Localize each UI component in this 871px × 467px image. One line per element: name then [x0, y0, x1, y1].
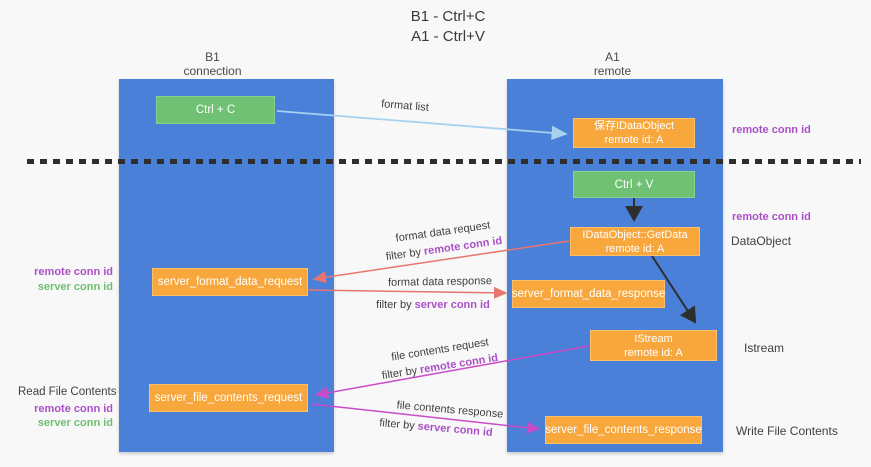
server-conn-id-label-bottom-left: server conn id [37, 417, 113, 429]
filter-key-text: server conn id [414, 299, 490, 311]
filter-by-text: filter by [376, 299, 412, 311]
server-file-contents-request-box: server_file_contents_request [149, 384, 308, 412]
istream-side-label: Istream [744, 341, 785, 355]
title-line-2: A1 - Ctrl+V [411, 28, 485, 45]
save-dataobject-line2: remote id: A [604, 134, 664, 146]
write-file-contents-label: Write File Contents [736, 424, 838, 438]
read-file-contents-label: Read File Contents [18, 386, 117, 398]
server-format-data-response-box: server_format_data_response [512, 280, 665, 308]
left-column-header: B1 connection [105, 50, 320, 78]
ctrl-v-box: Ctrl + V [573, 171, 695, 198]
file-contents-response-arrow [310, 403, 541, 434]
title-line-1: B1 - Ctrl+C [410, 8, 486, 25]
server-conn-id-label-mid-left: server conn id [37, 281, 113, 293]
save-dataobject-box: 保存IDataObject remote id: A [573, 118, 695, 148]
right-column-name: A1 [605, 50, 620, 64]
remote-conn-id-label-bottom-left: remote conn id [34, 403, 113, 415]
dashed-separator-line [27, 159, 861, 164]
file-contents-request-arrow [314, 345, 590, 399]
remote-conn-id-label-mid-right: remote conn id [732, 211, 811, 223]
getdata-to-istream-arrow [651, 255, 697, 324]
format-list-arrow [276, 110, 568, 141]
server-file-contents-response-box: server_file_contents_response [545, 416, 702, 444]
dataobject-label: DataObject [731, 234, 792, 248]
server-format-data-request-label: server_format_data_request [157, 276, 303, 288]
server-format-data-request-box: server_format_data_request [152, 268, 308, 296]
getdata-box: IDataObject::GetData remote id: A [570, 227, 700, 256]
ctrl-c-label: Ctrl + C [195, 104, 236, 116]
right-column-role: remote [593, 64, 632, 78]
remote-conn-id-label-top-right: remote conn id [732, 124, 811, 136]
ctrl-v-label: Ctrl + V [614, 178, 654, 191]
istream-line2: remote id: A [624, 346, 683, 359]
istream-line1: IStream [634, 332, 673, 345]
server-format-data-response-label: server_format_data_response [511, 288, 666, 300]
format-data-request-arrow [312, 240, 570, 284]
format-data-response-arrow [307, 286, 508, 299]
server-file-contents-response-label: server_file_contents_response [545, 424, 702, 436]
save-dataobject-line1: 保存IDataObject [593, 120, 675, 132]
getdata-line1: IDataObject::GetData [582, 228, 688, 241]
right-column-header: A1 remote [505, 50, 720, 78]
server-file-contents-request-label: server_file_contents_request [154, 392, 303, 404]
diagram-title: B1 - Ctrl+C A1 - Ctrl+V [348, 7, 548, 47]
left-column-name: B1 [205, 50, 220, 64]
istream-box: IStream remote id: A [590, 330, 717, 361]
getdata-line2: remote id: A [605, 242, 665, 255]
left-column-role: connection [183, 64, 242, 78]
remote-conn-id-label-mid-left: remote conn id [34, 266, 113, 278]
ctrl-c-box: Ctrl + C [156, 96, 275, 124]
